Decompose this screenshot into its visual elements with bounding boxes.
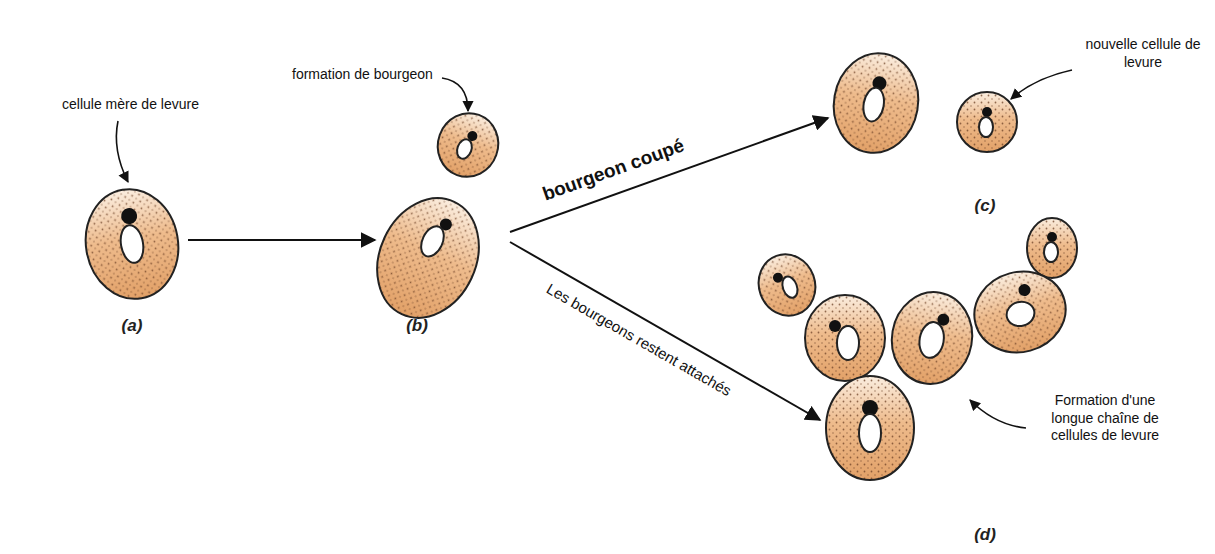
callout-label: nouvelle cellule de levure — [1080, 36, 1206, 71]
process-arrow — [510, 242, 820, 420]
leader-arrow — [116, 121, 128, 182]
yeast-cell — [965, 261, 1075, 362]
leader-arrow — [970, 400, 1026, 428]
leader-arrow — [442, 78, 468, 111]
process-arrow — [188, 239, 375, 241]
stage-label: (d) — [974, 525, 996, 545]
yeast-cell — [1027, 218, 1077, 278]
yeast-cell — [826, 46, 926, 159]
yeast-cell — [358, 182, 497, 335]
callout-label: cellule mère de levure — [62, 96, 199, 114]
yeast-cell — [957, 92, 1017, 152]
process-arrow — [510, 118, 828, 232]
yeast-cell — [885, 286, 980, 390]
stage-group: (d) — [820, 215, 1060, 549]
stage-label: (c) — [975, 196, 996, 216]
yeast-bud — [429, 105, 507, 186]
leader-arrow — [1011, 70, 1072, 99]
stage-group: (c) — [828, 48, 1018, 220]
stage-label: (a) — [122, 316, 143, 336]
stage-label: (b) — [406, 316, 428, 336]
yeast-cell — [805, 295, 885, 381]
yeast-cell — [77, 182, 187, 306]
callout-label: formation de bourgeon — [292, 66, 433, 84]
stage-group: (b) — [375, 110, 510, 340]
callout-label: Formation d'une longue chaîne de cellule… — [1035, 392, 1175, 445]
arrow-label: Les bourgeons restent attachés — [544, 280, 735, 399]
stage-group: (a) — [78, 185, 188, 340]
yeast-cell — [826, 376, 914, 480]
